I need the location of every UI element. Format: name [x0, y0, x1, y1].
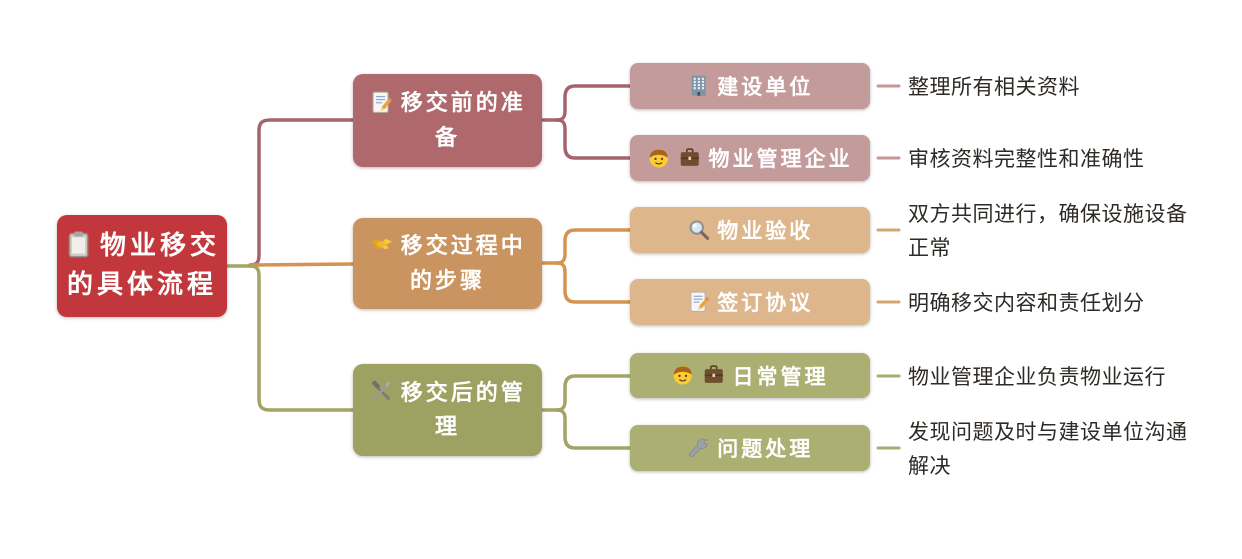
child-node-label: 签订协议: [717, 290, 814, 315]
child-node-sign-agreement[interactable]: 签订协议: [630, 279, 870, 325]
branch-label: 移交后的管理: [400, 379, 526, 440]
branch-label-wrap: 移交后的管理: [366, 376, 529, 444]
clipboard-icon: [64, 227, 93, 266]
note-joint-inspection: 双方共同进行，确保设施设备正常: [908, 202, 1188, 260]
branch-label-wrap: 移交过程中的步骤: [366, 229, 529, 297]
branch-node-preparation[interactable]: 移交前的准备: [353, 74, 542, 167]
branch-label: 移交过程中的步骤: [400, 233, 526, 294]
branch-node-post-management[interactable]: 移交后的管理: [353, 364, 542, 456]
note-organize-materials: 整理所有相关资料: [908, 75, 1080, 99]
branch-node-process-steps[interactable]: 移交过程中的步骤: [353, 218, 542, 309]
briefcase-icon: [678, 146, 702, 171]
child-node-issue-handling[interactable]: 问题处理: [630, 425, 870, 471]
child-node-property-acceptance[interactable]: 物业验收: [630, 207, 870, 253]
memo-icon: [687, 290, 711, 315]
child-node-label: 日常管理: [732, 363, 829, 389]
child-node-label: 物业验收: [717, 218, 814, 243]
handshake-icon: [369, 229, 394, 263]
wrench-icon: [687, 436, 711, 461]
child-node-daily-management[interactable]: 日常管理: [630, 353, 870, 398]
child-node-construction-unit[interactable]: 建设单位: [630, 63, 870, 109]
root-node-property-handover[interactable]: 物业移交的具体流程: [57, 215, 227, 317]
branch-label-wrap: 移交前的准备: [366, 86, 529, 154]
branch-label: 移交前的准备: [400, 90, 526, 151]
building-icon: [687, 74, 711, 99]
root-node-label-wrap: 物业移交的具体流程: [63, 227, 221, 305]
magnifier-icon: [687, 218, 711, 243]
note-communicate-issues: 发现问题及时与建设单位沟通解决: [908, 420, 1188, 478]
child-node-property-company[interactable]: 物业管理企业: [630, 135, 870, 181]
child-node-label: 建设单位: [717, 74, 814, 99]
man-icon: [647, 146, 671, 171]
note-clarify-content: 明确移交内容和责任划分: [908, 291, 1145, 315]
child-node-label: 问题处理: [717, 436, 814, 461]
memo-icon: [369, 86, 394, 120]
briefcase-icon: [702, 363, 726, 388]
note-review-materials: 审核资料完整性和准确性: [908, 147, 1145, 171]
hammer-wrench-icon: [369, 376, 394, 410]
man-icon: [671, 363, 695, 388]
root-node-label: 物业移交的具体流程: [66, 231, 221, 300]
note-company-operates: 物业管理企业负责物业运行: [908, 365, 1166, 389]
child-node-label: 物业管理企业: [708, 146, 853, 171]
